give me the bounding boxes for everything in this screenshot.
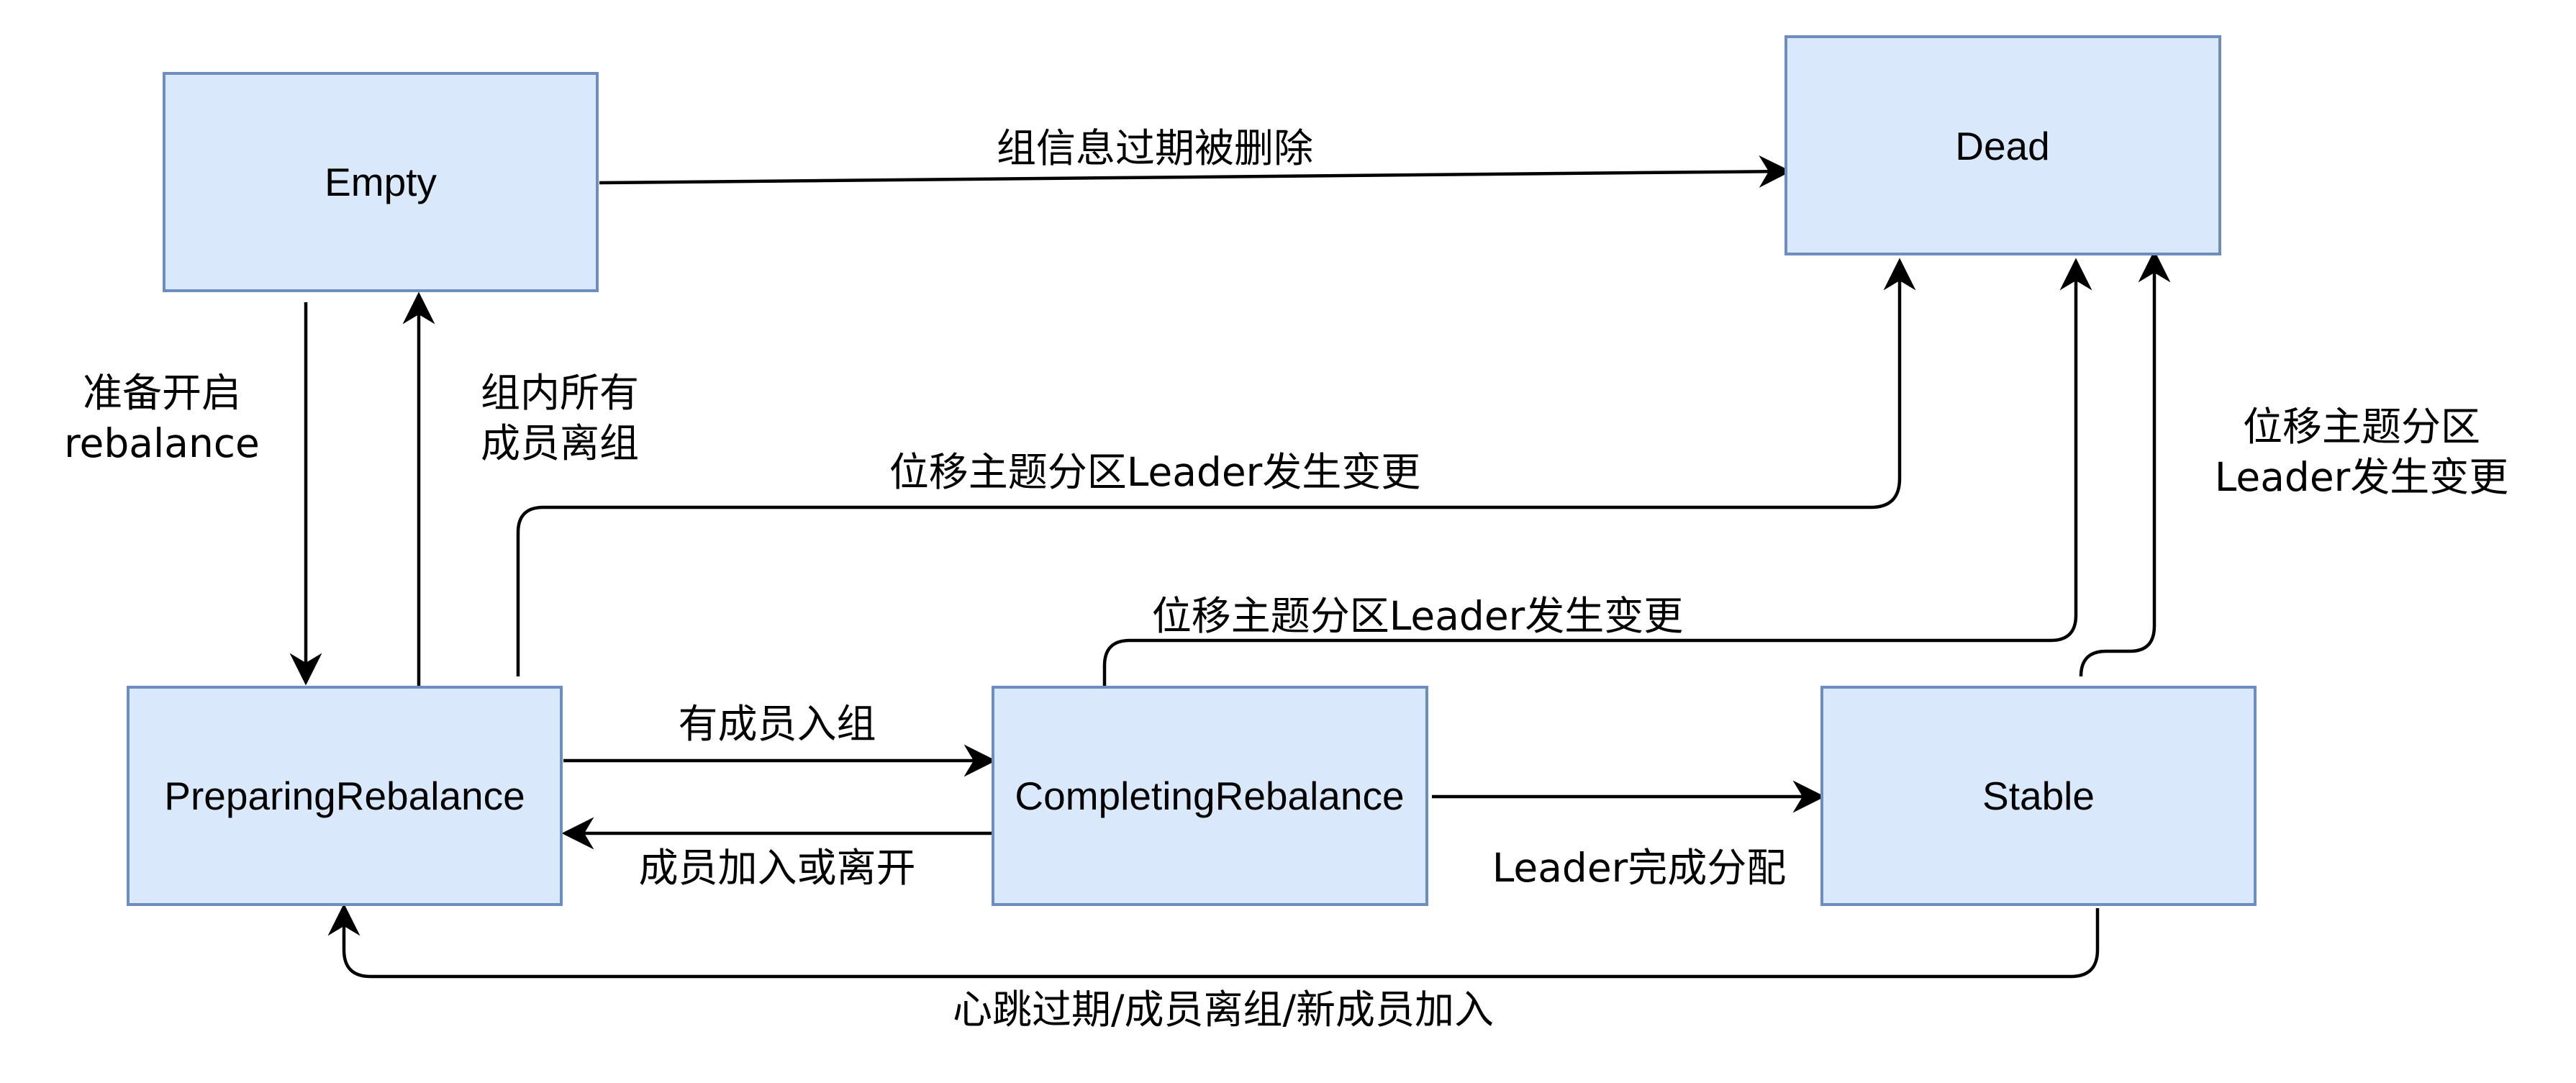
- edge-completing-to-dead: [1102, 258, 2092, 687]
- label-preparing-to-completing: 有成员入组: [678, 701, 876, 747]
- state-dead-label: Dead: [1955, 124, 2049, 168]
- edge-stable-to-dead: [2079, 250, 2171, 677]
- edge-stable-to-preparing: [327, 903, 2100, 979]
- state-stable-label: Stable: [1982, 774, 2095, 818]
- state-empty-label: Empty: [325, 160, 437, 204]
- label-preparing-to-empty-line2: 成员离组: [481, 420, 639, 466]
- label-completing-to-stable: Leader完成分配: [1492, 845, 1787, 891]
- label-empty-to-preparing-line1: 准备开启: [83, 370, 241, 416]
- label-empty-to-dead: 组信息过期被删除: [997, 125, 1313, 171]
- state-preparing-rebalance-label: PreparingRebalance: [164, 774, 525, 818]
- edge-preparing-to-dead: [516, 258, 1916, 676]
- label-empty-to-preparing-line2: rebalance: [64, 420, 260, 466]
- state-preparing-rebalance: PreparingRebalance: [127, 686, 563, 906]
- label-completing-to-preparing: 成员加入或离开: [638, 845, 915, 891]
- label-stable-to-dead-line1: 位移主题分区: [2243, 404, 2480, 450]
- state-completing-rebalance-label: CompletingRebalance: [1015, 774, 1404, 818]
- label-preparing-to-dead: 位移主题分区Leader发生变更: [889, 449, 1421, 495]
- state-completing-rebalance: CompletingRebalance: [992, 686, 1428, 906]
- label-completing-to-dead: 位移主题分区Leader发生变更: [1152, 593, 1684, 639]
- state-dead: Dead: [1784, 35, 2221, 255]
- label-stable-to-dead-line2: Leader发生变更: [2215, 454, 2509, 500]
- state-empty: Empty: [163, 72, 599, 292]
- state-stable: Stable: [1820, 686, 2257, 906]
- label-preparing-to-empty-line1: 组内所有: [481, 370, 639, 416]
- label-stable-to-preparing: 心跳过期/成员离组/新成员加入: [953, 987, 1494, 1033]
- edge-empty-to-dead: [599, 155, 1792, 188]
